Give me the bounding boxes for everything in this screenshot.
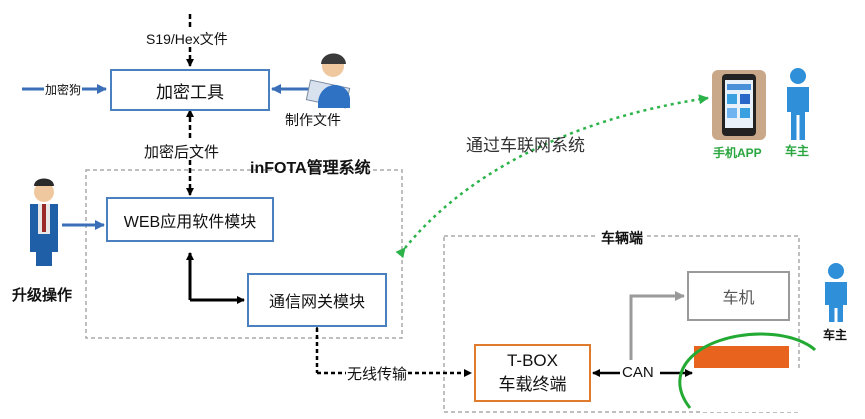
ecu-white-box [700, 368, 800, 412]
phone-icon [712, 70, 766, 140]
wireless-label: 无线传输 [347, 366, 408, 383]
ecu-orange-block [694, 346, 789, 368]
iov-label: 通过车联网系统 [466, 136, 585, 155]
gateway-module-label: 通信网关模块 [268, 294, 365, 311]
owner-top-label: 车主 [785, 144, 810, 158]
web-module-box[interactable]: WEB应用软件模块 [106, 197, 274, 242]
web-module-label: WEB应用软件模块 [123, 213, 257, 231]
tbox-label-line2: 车载终端 [498, 375, 567, 394]
ecu-green-circle [678, 332, 817, 409]
make-file-label: 制作文件 [285, 112, 341, 128]
head-unit-label: 车机 [722, 290, 755, 307]
dongle-label: 加密狗 [44, 81, 83, 98]
developer-person-icon [305, 53, 351, 109]
owner-bottom-person-icon [825, 263, 847, 322]
s19-hex-label: S19/Hex文件 [146, 31, 228, 47]
encrypt-tool-label: 加密工具 [156, 82, 224, 102]
gateway-module-box[interactable]: 通信网关模块 [247, 273, 387, 327]
owner-top-person-icon [787, 68, 809, 140]
vehicle-side-title: 车辆端 [598, 228, 646, 248]
tbox-box[interactable]: T-BOX 车载终端 [474, 344, 591, 402]
iov-link-curve [395, 94, 709, 259]
upgrade-operation-label: 升级操作 [12, 287, 73, 304]
head-unit-box[interactable]: 车机 [687, 271, 790, 321]
encrypted-file-label: 加密后文件 [144, 144, 220, 161]
phone-app-label: 手机APP [713, 146, 762, 160]
head-unit-arrow [629, 291, 685, 360]
tbox-label-line1: T-BOX [506, 351, 558, 370]
infota-system-title: inFOTA管理系统 [250, 160, 371, 177]
owner-bottom-label: 车主 [823, 328, 848, 342]
encrypt-tool-box[interactable]: 加密工具 [110, 69, 270, 111]
operator-person-icon [30, 178, 58, 266]
can-label: CAN [622, 364, 654, 381]
